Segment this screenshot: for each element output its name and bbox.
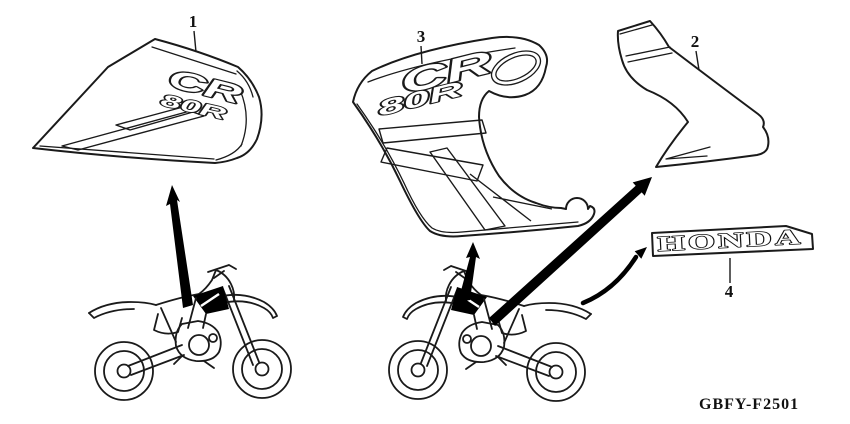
part-1-shroud-decal: CR 80R [32, 38, 263, 164]
part-1-top-edge-line [151, 46, 237, 75]
motorcycle-right [387, 264, 593, 403]
part-3-outline [352, 35, 596, 238]
part-1-stripe [115, 106, 194, 131]
part-2-shroud [616, 20, 770, 168]
part-3-grommet-hole [495, 54, 537, 82]
callout-1-label: 1 [189, 12, 198, 31]
arrow-part-4-head [634, 247, 647, 259]
part-1-stripe [61, 110, 205, 151]
callout-2-leader [695, 50, 700, 71]
part-3-stripe-lines [469, 173, 553, 222]
figure-code: GBFY-F2501 [699, 396, 799, 413]
part-2-neck-band-lines [619, 24, 673, 63]
part-3-grommet-hole-outer [490, 50, 542, 86]
part-1-side-curves [215, 70, 254, 161]
callout-4-label: 4 [725, 282, 734, 301]
callout-3-label: 3 [417, 27, 426, 46]
part-3-shroud-decal: CR 80R [352, 35, 596, 238]
part-3-stripe [378, 119, 487, 144]
part-3-stripe [380, 147, 484, 182]
callout-1-leader [193, 30, 197, 53]
arrow-part-2-placement [489, 177, 652, 326]
part-3-stripe [429, 147, 506, 231]
part-2-outline [616, 20, 770, 168]
arrow-part-3-placement [458, 242, 480, 302]
part-4-honda-emblem: HONDA [651, 224, 814, 257]
callout-3-leader [420, 45, 423, 65]
motorcycle-left [87, 263, 293, 402]
part-1-outline [32, 38, 263, 164]
part-2-vent-lines [665, 146, 711, 160]
arrow-part-1-placement [166, 185, 193, 308]
arrow-part-4-curve [580, 254, 639, 306]
honda-emblem-plate [651, 225, 814, 257]
part-3-top-edge-line [367, 47, 516, 83]
part-3-border-line [356, 103, 579, 234]
callout-2-label: 2 [691, 32, 700, 51]
